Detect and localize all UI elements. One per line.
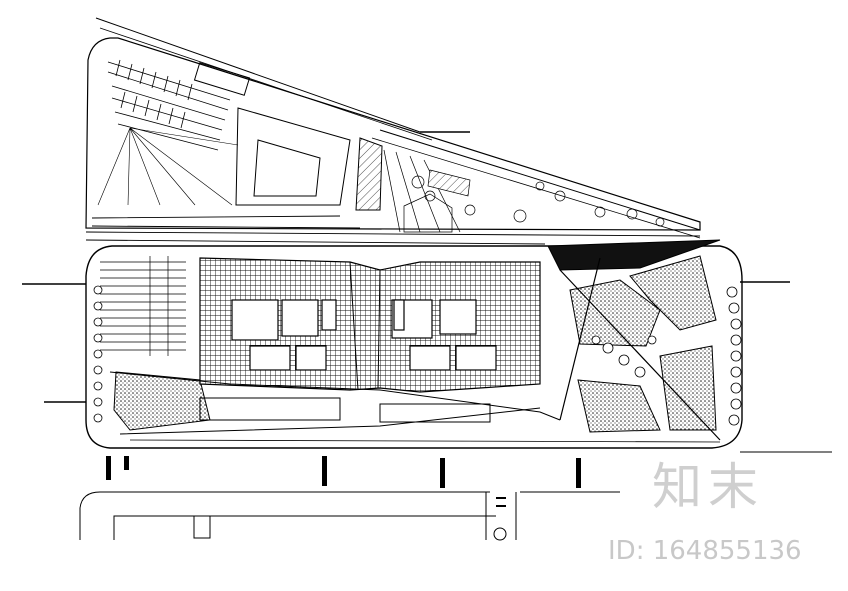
east-garden xyxy=(559,255,721,441)
central-building xyxy=(199,257,541,393)
leader-lines xyxy=(22,131,832,453)
north-parcel xyxy=(85,17,701,239)
east-tree-row xyxy=(591,286,742,426)
south-road xyxy=(79,491,620,541)
watermark-id-label: ID: 164855136 xyxy=(608,536,802,566)
north-east-garden xyxy=(383,149,665,233)
bottom-markers xyxy=(106,456,581,488)
parking-stalls xyxy=(107,59,231,151)
north-road xyxy=(85,215,701,245)
west-tree-row xyxy=(93,285,103,423)
radial-lines xyxy=(97,127,239,206)
north-buildings xyxy=(193,62,383,211)
west-garden xyxy=(113,371,211,431)
main-block xyxy=(85,245,743,449)
south-walkway xyxy=(109,371,721,443)
east-plaza-dark xyxy=(547,239,721,271)
watermark-logo-text: 知末 xyxy=(652,458,764,516)
west-stripes xyxy=(100,256,186,356)
